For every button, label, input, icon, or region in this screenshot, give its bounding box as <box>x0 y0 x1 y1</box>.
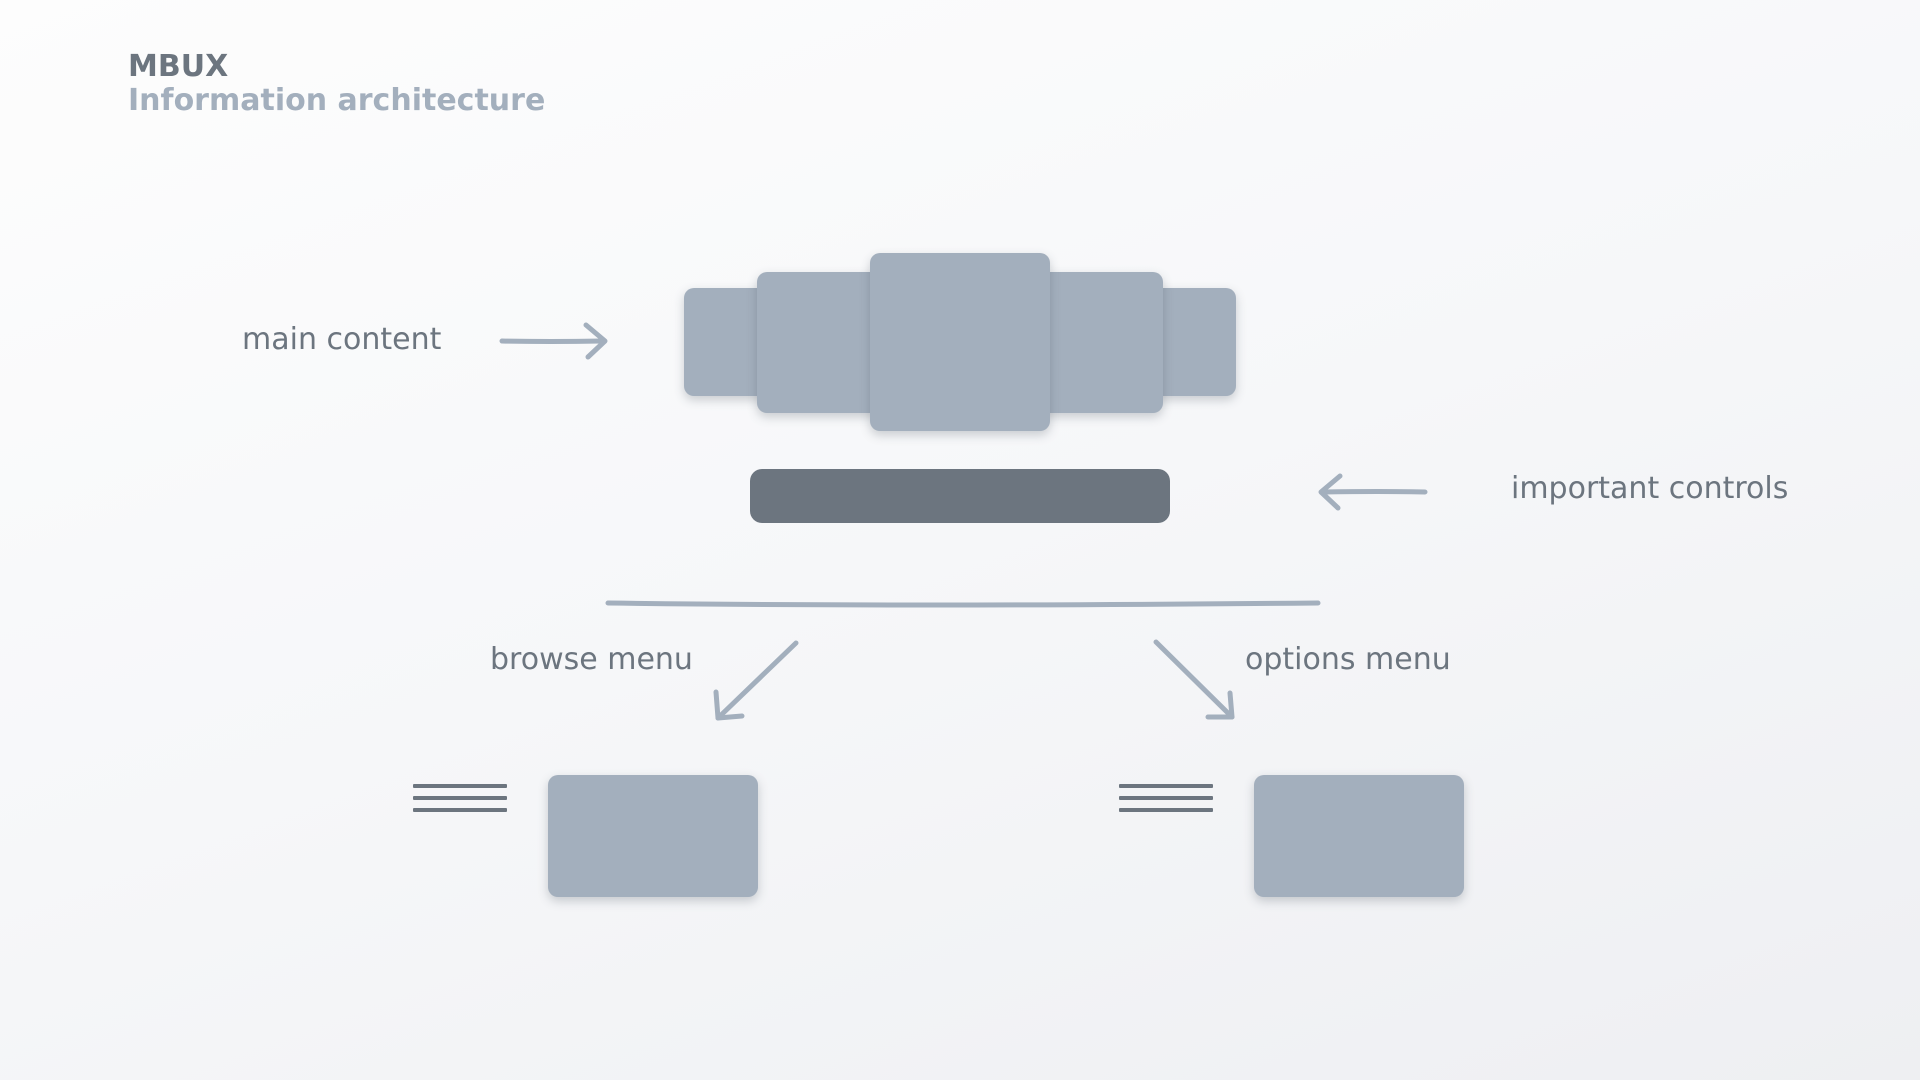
browse-menu-label: browse menu <box>490 642 693 677</box>
important-controls-bar <box>750 469 1170 523</box>
page-title: MBUX <box>128 49 229 84</box>
carousel-card-center <box>870 253 1050 431</box>
options-menu-arrow-icon <box>1153 639 1235 720</box>
main-content-arrow-icon <box>499 322 608 360</box>
browse-menu-arrow-icon <box>713 640 799 721</box>
browse-menu-card <box>548 775 758 897</box>
important-controls-label: important controls <box>1511 471 1789 506</box>
options-menu-lines-icon <box>1119 784 1213 818</box>
main-content-label: main content <box>242 322 442 357</box>
options-menu-label: options menu <box>1245 642 1451 677</box>
browse-menu-lines-icon <box>413 784 507 818</box>
divider-line <box>605 600 1321 608</box>
important-controls-arrow-icon <box>1318 473 1428 511</box>
page-subtitle: Information architecture <box>128 83 546 118</box>
options-menu-card <box>1254 775 1464 897</box>
